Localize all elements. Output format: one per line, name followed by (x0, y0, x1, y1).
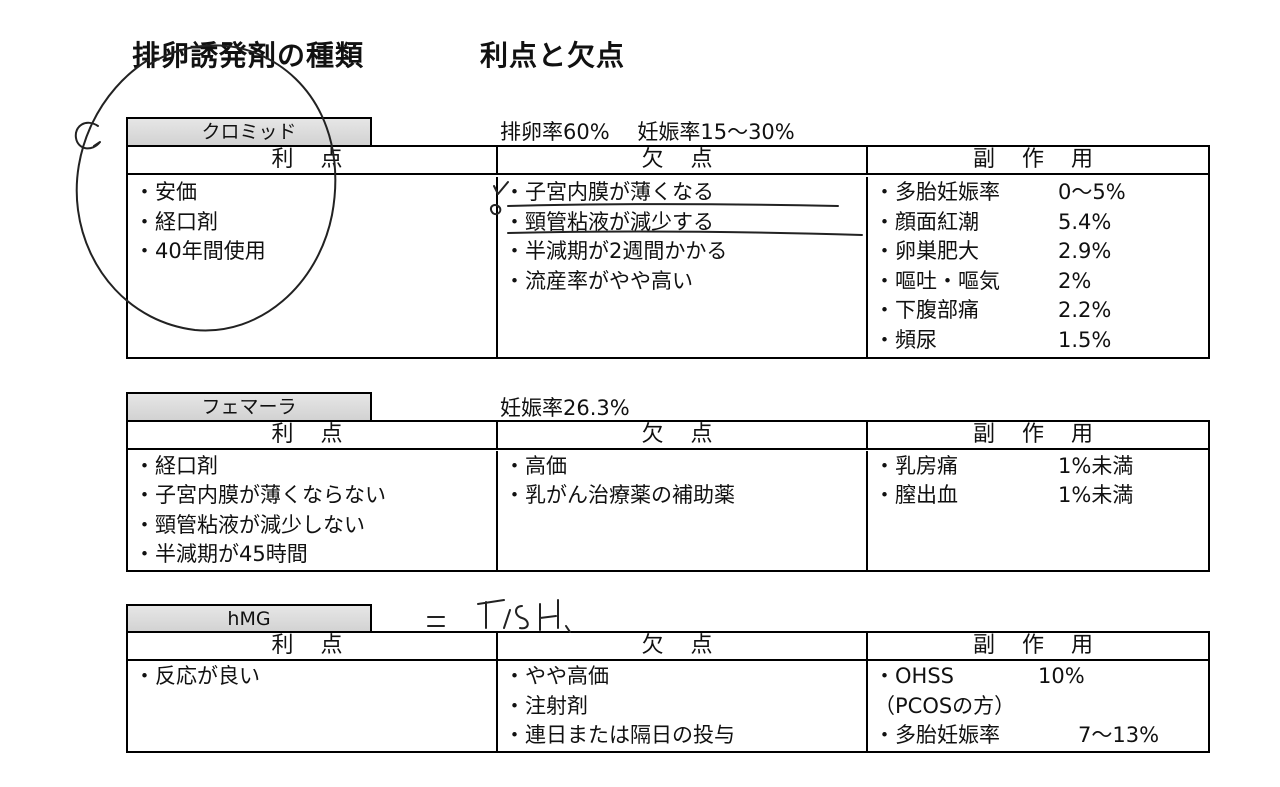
hmg-table: 利 点 欠 点 副 作 用 ・反応が良い ・やや高価 ・注射剤 ・連日または隔日… (126, 631, 1210, 753)
list-item: ・流産率がやや高い (504, 268, 693, 293)
col-header-side-effects: 副 作 用 (868, 147, 1208, 175)
side-effect-row: ・下腹部痛 2.2% (874, 296, 1208, 326)
side-effect-rate: 7～13% (1078, 723, 1160, 748)
list-item: ・40年間使用 (134, 239, 266, 263)
list-item: ・子宮内膜が薄くなる (504, 180, 714, 204)
list-item: ・半減期が45時間 (134, 542, 308, 566)
list-item: ・経口剤 (134, 453, 218, 478)
side-effect-name: ・OHSS (874, 664, 954, 689)
col-header-advantages: 利 点 (128, 633, 498, 661)
femara-disadvantages: ・高価 ・乳がん治療薬の補助薬 (498, 450, 868, 570)
list-item: ・高価 (504, 453, 567, 478)
femara-side-effects: ・乳房痛 1%未満 ・膣出血 1%未満 (868, 451, 1208, 571)
side-effect-name: ・膣出血 (874, 483, 958, 507)
list-item: ・やや高価 (504, 664, 609, 689)
side-effect-row: ・顔面紅潮 5.4% (874, 208, 1208, 238)
list-item: ・反応が良い (134, 664, 260, 689)
side-effect-name: ・顔面紅潮 (874, 209, 979, 234)
list-item: ・頸管粘液が減少しない (134, 512, 365, 537)
side-effect-rate: 10% (1038, 664, 1085, 689)
col-header-disadvantages: 欠 点 (498, 633, 868, 661)
col-header-advantages: 利 点 (128, 147, 498, 175)
clomid-table: 利 点 欠 点 副 作 用 ・安価 ・経口剤 ・40年間使用 ・子宮内膜が薄くな… (126, 145, 1210, 359)
side-effect-rate: 1%未満 (1058, 453, 1134, 478)
col-header-disadvantages: 欠 点 (498, 422, 868, 450)
clomid-disadvantages: ・子宮内膜が薄くなる ・頸管粘液が減少する ・半減期が2週間かかる ・流産率がや… (498, 177, 868, 357)
clomid-stats: 排卵率60% 妊娠率15～30% (500, 120, 795, 144)
side-effect-name: ・多胎妊娠率 (874, 180, 1000, 204)
col-header-disadvantages: 欠 点 (498, 147, 868, 175)
hmg-disadvantages: ・やや高価 ・注射剤 ・連日または隔日の投与 (498, 661, 868, 751)
side-effect-rate: 2.9% (1058, 239, 1112, 263)
clomid-advantages: ・安価 ・経口剤 ・40年間使用 (128, 177, 498, 357)
side-effect-row: ・乳房痛 1%未満 (874, 452, 1208, 482)
side-effect-rate: 1%未満 (1058, 483, 1134, 507)
list-item: ・連日または隔日の投与 (504, 723, 735, 748)
side-effect-row: ・嘔吐・嘔気 2% (874, 267, 1208, 297)
side-effect-name: ・下腹部痛 (874, 298, 979, 322)
side-effect-row: ・膣出血 1%未満 (874, 481, 1208, 511)
side-effect-rate: 1.5% (1058, 327, 1112, 352)
col-header-advantages: 利 点 (128, 422, 498, 450)
list-item: ・乳がん治療薬の補助薬 (504, 483, 735, 507)
side-effect-rate: 0～5% (1058, 180, 1126, 204)
side-effect-name: ・頻尿 (874, 327, 937, 352)
list-item: ・半減期が2週間かかる (504, 239, 728, 263)
side-effect-row: ・頻尿 1.5% (874, 326, 1208, 356)
side-effect-row: ・多胎妊娠率 0～5% (874, 178, 1208, 208)
drug-label-clomid: クロミッド (126, 117, 372, 145)
side-effect-name: ・多胎妊娠率 (874, 723, 1000, 748)
page-title: 排卵誘発剤の種類 (132, 39, 365, 72)
side-effect-rate: 2% (1058, 268, 1092, 293)
list-item: ・子宮内膜が薄くならない (134, 483, 386, 507)
femara-table: 利 点 欠 点 副 作 用 ・経口剤 ・子宮内膜が薄くならない ・頸管粘液が減少… (126, 420, 1210, 572)
side-effect-row: ・OHSS 10% (874, 662, 1208, 692)
hmg-advantages: ・反応が良い (128, 661, 498, 751)
list-item: ・経口剤 (134, 209, 218, 234)
femara-advantages: ・経口剤 ・子宮内膜が薄くならない ・頸管粘液が減少しない ・半減期が45時間 (128, 450, 498, 570)
femara-stats: 妊娠率26.3% (500, 396, 630, 420)
side-effect-row: ・多胎妊娠率 7～13% (874, 721, 1208, 751)
hmg-side-effects: ・OHSS 10% （PCOSの方） ・多胎妊娠率 7～13% (868, 661, 1208, 751)
side-effect-rate: 2.2% (1058, 298, 1112, 322)
side-effect-row: ・卵巣肥大 2.9% (874, 237, 1208, 267)
list-item: ・頸管粘液が減少する (504, 209, 714, 234)
side-effect-name: ・嘔吐・嘔気 (874, 268, 1000, 293)
side-effect-name: ・卵巣肥大 (874, 239, 979, 263)
drug-label-femara: フェマーラ (126, 392, 372, 420)
side-effect-rate: 5.4% (1058, 209, 1112, 234)
side-effect-note: （PCOSの方） (874, 693, 1016, 718)
list-item: ・注射剤 (504, 693, 588, 718)
side-effect-name: ・乳房痛 (874, 453, 958, 478)
col-header-side-effects: 副 作 用 (868, 633, 1208, 661)
pen-loop-mark (74, 121, 101, 150)
list-item: ・安価 (134, 180, 197, 204)
page-subtitle: 利点と欠点 (480, 39, 626, 72)
col-header-side-effects: 副 作 用 (868, 422, 1208, 450)
pen-hmg-note (427, 599, 571, 633)
drug-label-hmg: hMG (126, 604, 372, 632)
